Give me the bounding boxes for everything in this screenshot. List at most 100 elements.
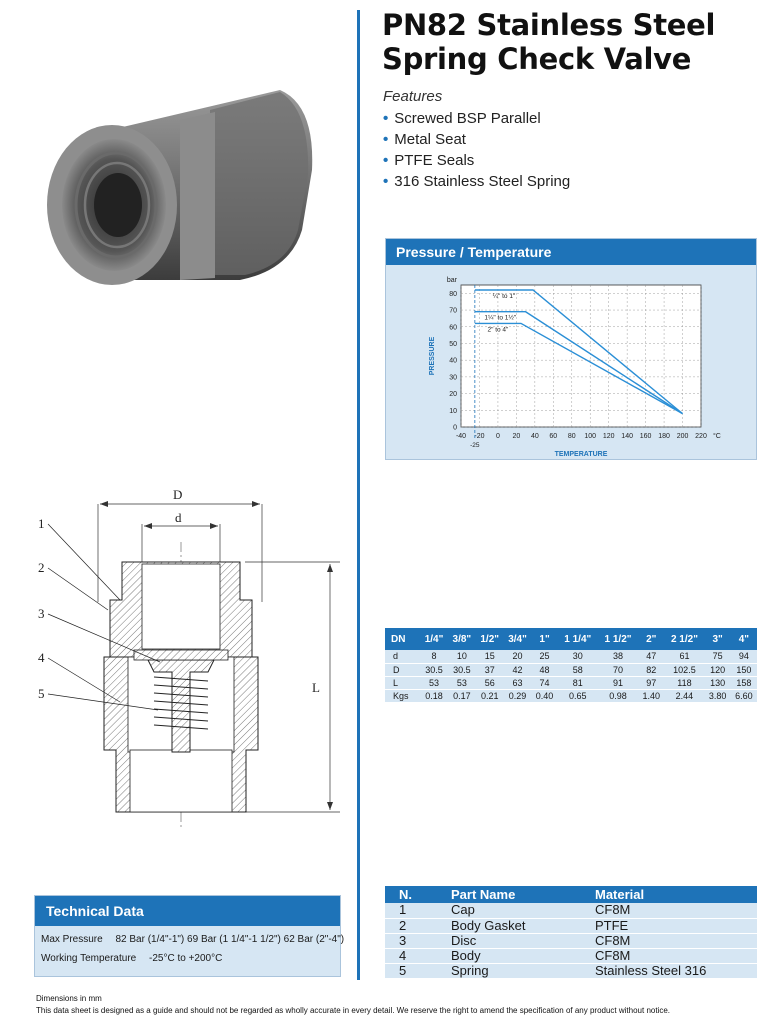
dim-cell: 0.29 (503, 689, 532, 703)
dim-cell: 56 (475, 676, 504, 690)
x-tick-label: 0 (496, 433, 500, 440)
dim-header-cell: 2" (638, 628, 665, 650)
dimensions-header-row: DN 1/4" 3/8" 1/2" 3/4" 1" 1 1/4" 1 1/2" … (385, 628, 757, 650)
dim-cell: 3.80 (704, 689, 731, 703)
column-divider (357, 10, 360, 980)
y-tick-label: 50 (449, 341, 457, 348)
series-line (474, 311, 683, 415)
dim-cell: 6.60 (730, 689, 757, 703)
y-tick-label: 60 (449, 324, 457, 331)
dim-cell: 38 (597, 650, 639, 664)
dim-cell: 2.44 (664, 689, 705, 703)
x-tick-label: -20 (474, 433, 484, 440)
dim-cell: 20 (503, 650, 532, 664)
technical-data-header: Technical Data (35, 896, 340, 926)
series-label: 2" to 4" (487, 326, 509, 333)
dim-cell: 61 (664, 650, 705, 664)
series-line (474, 289, 683, 415)
parts-header-name: Part Name (439, 886, 579, 903)
features-label: Features (383, 88, 443, 105)
x-tick-label: 220 (695, 433, 707, 440)
callout-4: 4 (38, 650, 45, 665)
dim-header-cell: 3/4" (503, 628, 532, 650)
label-d: d (175, 510, 182, 525)
feature-item: •Metal Seat (383, 131, 466, 148)
label-L: L (312, 680, 320, 695)
dim-header-cell: 1" (531, 628, 558, 650)
y-tick-label: 40 (449, 358, 457, 365)
parts-header-material: Material (579, 886, 757, 903)
plot-area (460, 284, 702, 428)
features-list: •Screwed BSP Parallel •Metal Seat •PTFE … (383, 108, 570, 192)
page-title: PN82 Stainless Steel Spring Check Valve (382, 8, 716, 76)
dim-cell: 94 (730, 650, 757, 664)
product-photo (40, 80, 340, 310)
feature-item: •316 Stainless Steel Spring (383, 173, 571, 190)
x-axis-label: TEMPERATURE (555, 451, 608, 458)
dim-cell: 25 (531, 650, 558, 664)
dim-cell: 70 (597, 663, 639, 677)
dim-cell: 75 (704, 650, 731, 664)
dim-cell: 130 (704, 676, 731, 690)
x-tick-label: 40 (531, 433, 539, 440)
working-temp-value: -25°C to +200°C (149, 953, 223, 964)
dim-cell: 120 (704, 663, 731, 677)
dim-header-cell: 1/2" (475, 628, 504, 650)
working-temp-label: Working Temperature (41, 953, 137, 964)
feature-item: •PTFE Seals (383, 152, 475, 169)
y-tick-label: 10 (449, 408, 457, 415)
dim-cell: 15 (475, 650, 504, 664)
dim-cell: 0.98 (597, 689, 639, 703)
dim-cell: L (385, 676, 421, 690)
series-label: 1¼" to 1½" (484, 314, 516, 322)
parts-header-row: N. Part Name Material (385, 886, 757, 903)
x-tick-label: 160 (640, 433, 652, 440)
feature-item: •Screwed BSP Parallel (383, 110, 541, 127)
dim-cell: 150 (730, 663, 757, 677)
dim-cell: 0.18 (420, 689, 448, 703)
chart-header: Pressure / Temperature (386, 239, 756, 265)
y-axis-label: PRESSURE (429, 336, 436, 375)
dim-header-cell: 1 1/2" (597, 628, 639, 650)
y-tick-label: 80 (449, 291, 457, 298)
dim-cell: 74 (531, 676, 558, 690)
label-D: D (173, 487, 182, 502)
parts-header-number: N. (385, 886, 439, 903)
x-tick-label: 60 (549, 433, 557, 440)
dim-cell: 0.65 (557, 689, 598, 703)
dim-header-cell: 2 1/2" (664, 628, 705, 650)
dim-cell: 0.40 (531, 689, 558, 703)
dim-cell: 97 (638, 676, 665, 690)
x-tick-label: -40 (456, 433, 466, 440)
dim-cell: 30.5 (447, 663, 476, 677)
dim-header-cell: 4" (730, 628, 757, 650)
dim-cell: 1.40 (638, 689, 665, 703)
y-tick-label: 0 (453, 425, 457, 432)
dim-cell: 158 (730, 676, 757, 690)
callout-5: 5 (38, 686, 45, 701)
callout-1: 1 (38, 516, 45, 531)
x-unit: °C (713, 432, 721, 440)
x-tick-label: 20 (512, 433, 520, 440)
max-pressure-row: Max Pressure 82 Bar (1/4"-1") 69 Bar (1 … (35, 934, 344, 945)
section-drawing: D d L 1 2 3 (30, 482, 350, 832)
dim-cell: 47 (638, 650, 665, 664)
dim-cell: 0.21 (475, 689, 504, 703)
dim-cell: 53 (420, 676, 448, 690)
dim-cell: 53 (447, 676, 476, 690)
dim-cell: 102.5 (664, 663, 705, 677)
x-tick-label: 120 (603, 433, 615, 440)
footer-units: Dimensions in mm (36, 994, 102, 1003)
y-unit: bar (447, 277, 458, 284)
dim-cell: D (385, 663, 421, 677)
footer-disclaimer: This data sheet is designed as a guide a… (36, 1006, 671, 1015)
